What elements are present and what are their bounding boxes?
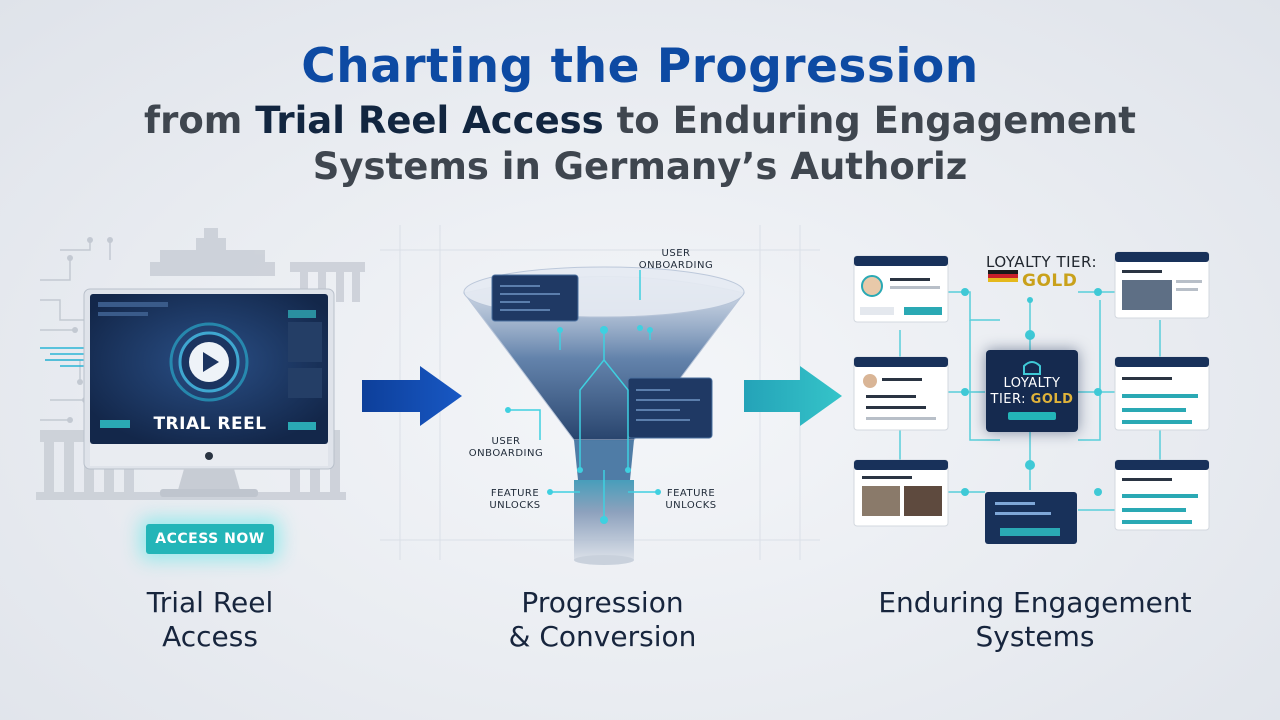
- funnel-icon: [463, 266, 745, 565]
- page-subtitle: from Trial Reel Access to Enduring Engag…: [0, 98, 1280, 144]
- stage1-label: Trial Reel Access: [100, 586, 320, 654]
- engagement-card-2: [853, 356, 949, 431]
- engagement-card-4: [1114, 251, 1210, 319]
- tag-line: ONBOARDING: [468, 448, 544, 459]
- loyalty-card-button[interactable]: [1008, 412, 1056, 420]
- stage2-label-line1: Progression: [521, 586, 684, 619]
- stage3-label: Enduring Engagement Systems: [850, 586, 1220, 654]
- loyalty-card-line2-value: GOLD: [1030, 392, 1074, 407]
- stage3-label-line1: Enduring Engagement: [878, 586, 1192, 619]
- user-onboarding-tag-left: USER ONBOARDING: [466, 436, 546, 460]
- tag-line: UNLOCKS: [665, 500, 717, 511]
- loyalty-card-line2: TIER: GOLD: [986, 392, 1078, 408]
- stage2-label: Progression & Conversion: [470, 586, 735, 654]
- stage1-label-line2: Access: [162, 620, 258, 653]
- lock-icon: [1023, 361, 1041, 375]
- engagement-card-5: [1114, 356, 1210, 431]
- tag-line: FEATURE: [490, 488, 540, 499]
- page-title: Charting the Progression: [301, 39, 979, 94]
- subtitle-pre: from: [143, 99, 256, 142]
- feature-unlocks-tag-left: FEATURE UNLOCKS: [480, 488, 550, 512]
- tag-line: USER: [491, 436, 521, 447]
- loyalty-tier-top-value: GOLD: [1022, 271, 1078, 291]
- tag-line: FEATURE: [666, 488, 716, 499]
- arrow-right-icon: [362, 366, 462, 426]
- engagement-card-7: [985, 492, 1077, 544]
- stage2-label-line2: & Conversion: [508, 620, 697, 653]
- engagement-card-6: [1114, 459, 1210, 531]
- feature-unlocks-tag-right: FEATURE UNLOCKS: [656, 488, 726, 512]
- tag-line: USER: [661, 248, 691, 259]
- page-subtitle-line2: Systems in Germany’s Authoriz: [312, 145, 968, 188]
- stage3-label-line2: Systems: [975, 620, 1095, 653]
- loyalty-tier-heading: LOYALTY TIER: GOLD: [986, 253, 1097, 291]
- stage1-label-line1: Trial Reel: [146, 586, 274, 619]
- loyalty-tier-card-text: LOYALTY TIER: GOLD: [986, 376, 1078, 408]
- subtitle-post: to Enduring Engagement: [603, 99, 1136, 142]
- play-icon: [169, 322, 249, 402]
- access-now-button[interactable]: ACCESS NOW: [146, 524, 274, 554]
- tag-line: ONBOARDING: [638, 260, 714, 271]
- tag-line: UNLOCKS: [489, 500, 541, 511]
- loyalty-card-line1: LOYALTY: [1003, 376, 1061, 391]
- title-block: Charting the Progression from Trial Reel…: [0, 36, 1280, 190]
- engagement-card-1: [853, 255, 949, 323]
- arrow-right-icon-2: [744, 366, 842, 426]
- loyalty-tier-card: LOYALTY TIER: GOLD: [986, 350, 1078, 432]
- subtitle-emphasis: Trial Reel Access: [255, 99, 604, 142]
- user-onboarding-tag-top: USER ONBOARDING: [636, 248, 716, 272]
- german-flag-icon: [988, 270, 1018, 282]
- monitor-icon: [83, 288, 335, 497]
- loyalty-card-line2-pre: TIER:: [990, 392, 1031, 407]
- engagement-card-3: [853, 459, 949, 527]
- loyalty-tier-top-label: LOYALTY TIER:: [986, 253, 1098, 271]
- trial-reel-screen-label: TRIAL REEL: [153, 414, 267, 434]
